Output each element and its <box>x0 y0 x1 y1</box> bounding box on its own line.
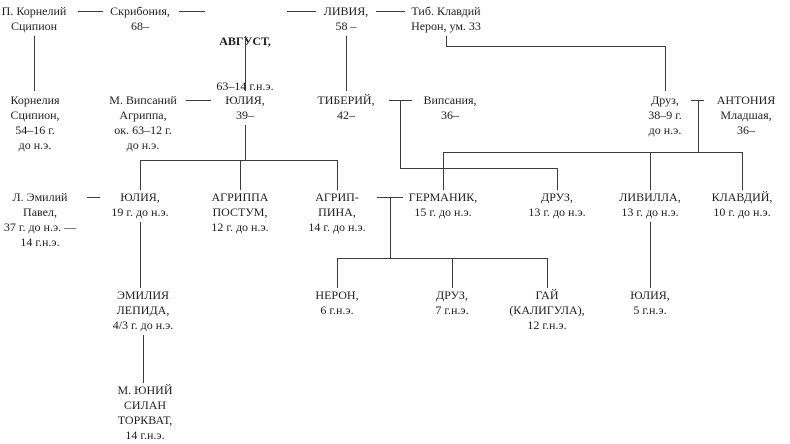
person-drusus-iii: ДРУЗ, 7 г.н.э. <box>435 288 469 317</box>
marriage-line-scipio-scribonia <box>78 11 103 12</box>
person-p-cornelius-scipio: П. Корнелий Сципион <box>1 4 67 33</box>
descent-line-tiberius-vipsania-drop <box>400 100 401 168</box>
person-livia: ЛИВИЯ, 58 – <box>323 4 369 33</box>
descent-line-to-drusus-iii <box>452 258 453 288</box>
person-agrippina: АГРИП- ПИНА, 14 г. до н.э. <box>308 190 366 234</box>
descent-line-to-agrippina <box>337 160 338 190</box>
descent-line-drusus-antonia-drop <box>698 100 699 152</box>
descent-line-to-silanus <box>143 335 144 383</box>
marriage-line-agrippa-julia <box>186 100 211 101</box>
marriage-line-scribonia-augustus <box>179 11 205 12</box>
descent-line-to-julia-iii <box>650 222 651 288</box>
descent-line-tiberius-vipsania-horizontal <box>400 168 557 169</box>
person-caligula: ГАЙ (КАЛИГУЛА), 12 г.н.э. <box>509 288 585 332</box>
person-antonia-minor: АНТОНИЯ Младшая, 36– <box>716 93 776 137</box>
person-tiberius: ТИБЕРИЙ, 42– <box>317 93 375 122</box>
descent-line-to-cornelia <box>34 36 35 91</box>
person-julia-iii: ЮЛИЯ, 5 г.н.э. <box>630 288 670 317</box>
person-vipsania: Випсания, 36– <box>423 93 477 122</box>
marriage-line-paullus-julia <box>87 197 100 198</box>
person-germanicus: ГЕРМАНИК, 15 г. до н.э. <box>408 190 478 219</box>
sibling-line-antonia-children <box>443 152 742 153</box>
person-tib-claudius-nero: Тиб. Клавдий Нерон, ум. 33 <box>411 4 481 33</box>
descent-line-to-nero-caesar <box>337 258 338 288</box>
descent-line-julia-drop <box>245 125 246 160</box>
descent-line-to-julia-younger <box>140 160 141 190</box>
person-augustus-dates: 63–14 г.н.э. <box>216 79 274 93</box>
descent-line-to-aemilia-lepida <box>140 222 141 288</box>
person-scribonia: Скрибония, 68– <box>110 4 170 33</box>
person-cornelia-scipio: Корнелия Сципион, 54–16 г. до н.э. <box>10 93 60 152</box>
person-nero-caesar: НЕРОН, 6 г.н.э. <box>315 288 359 317</box>
person-livilla: ЛИВИЛЛА, 13 г. до н.э. <box>619 190 681 219</box>
descent-line-nero-drop <box>446 36 447 46</box>
sibling-line-germanicus-children <box>337 258 547 259</box>
descent-line-to-germanicus <box>443 152 444 190</box>
person-drusus-ii: ДРУЗ, 13 г. до н.э. <box>528 190 586 219</box>
person-l-aemilius-paullus: Л. Эмилий Павел, 37 г. до н.э. — 14 г.н.… <box>3 190 77 249</box>
person-julia: ЮЛИЯ, 39– <box>225 93 265 122</box>
descent-line-nero-horizontal <box>446 46 666 47</box>
person-julia-younger: ЮЛИЯ, 19 г. до н.э. <box>111 190 169 219</box>
descent-line-to-julia <box>245 36 246 91</box>
marriage-line-livia-nero <box>376 11 405 12</box>
descent-line-to-agrippa-postumus <box>240 160 241 190</box>
descent-line-to-livilla <box>650 152 651 190</box>
descent-line-germanicus-agrippina-drop <box>390 197 391 258</box>
person-m-vipsanius-agrippa: М. Випсаний Агриппа, ок. 63–12 г. до н.э… <box>109 93 177 152</box>
descent-line-to-tiberius <box>346 36 347 91</box>
marriage-line-augustus-livia <box>287 11 316 12</box>
descent-line-to-drusus-elder <box>665 46 666 91</box>
person-agrippa-postumus: АГРИППА ПОСТУМ, 12 г. до н.э. <box>211 190 269 234</box>
person-m-junius-silanus-torquatus: М. ЮНИЙ СИЛАН ТОРКВАТ, 14 г.н.э. <box>117 383 173 442</box>
person-aemilia-lepida: ЭМИЛИЯ ЛЕПИДА, 4/3 г. до н.э. <box>112 288 174 332</box>
descent-line-to-claudius <box>742 152 743 190</box>
person-drusus-elder: Друз, 38–9 г. до н.э. <box>648 93 682 137</box>
person-claudius: КЛАВДИЙ, 10 г. до н.э. <box>711 190 773 219</box>
marriage-line-drusus-antonia <box>691 100 704 101</box>
descent-line-to-drusus-ii <box>557 168 558 190</box>
sibling-line-julia-children <box>140 160 337 161</box>
descent-line-to-caligula <box>547 258 548 288</box>
